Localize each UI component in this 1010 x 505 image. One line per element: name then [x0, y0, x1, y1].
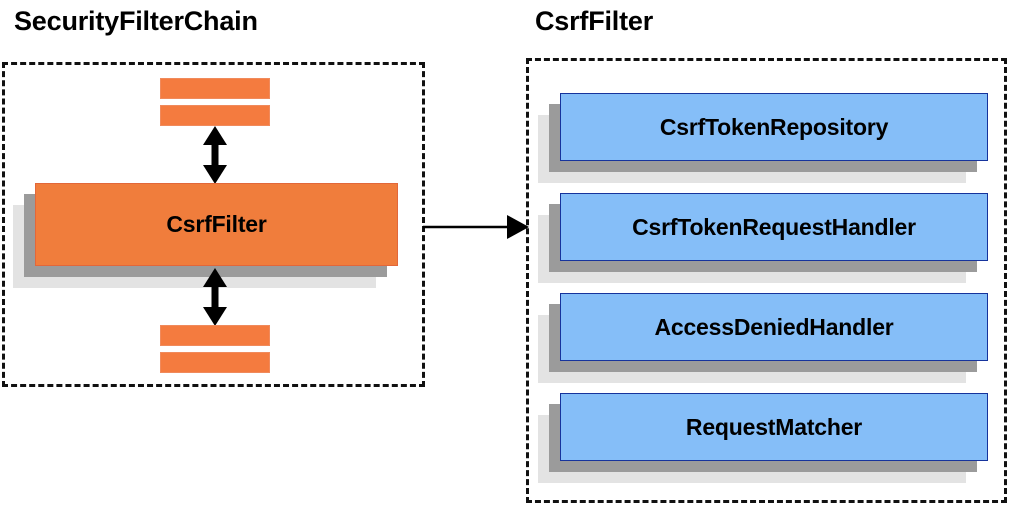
component-label: CsrfFilter	[166, 211, 267, 237]
component-label: AccessDeniedHandler	[654, 313, 894, 340]
expand-arrow-icon	[423, 215, 529, 239]
component-face: CsrfTokenRepository	[560, 93, 988, 161]
component-label: CsrfTokenRepository	[659, 113, 889, 140]
component-csrf-token-repository[interactable]: CsrfTokenRepository	[538, 93, 988, 183]
component-face: CsrfFilter	[35, 183, 398, 266]
panel-title-csrf-filter: CsrfFilter	[535, 6, 654, 36]
panel-title-security-filter-chain: SecurityFilterChain	[14, 6, 258, 36]
bottom-double-arrow-icon	[203, 268, 227, 326]
csrf-filter-container	[526, 58, 1007, 503]
filter-bar-bottom-2	[160, 352, 270, 373]
security-filter-chain-container	[2, 62, 425, 387]
component-access-denied-handler[interactable]: AccessDeniedHandler	[538, 293, 988, 383]
component-request-matcher[interactable]: RequestMatcher	[538, 393, 988, 483]
component-label: CsrfTokenRequestHandler	[632, 213, 916, 240]
filter-bar-top-1	[160, 78, 270, 99]
component-face: AccessDeniedHandler	[560, 293, 988, 361]
component-face: RequestMatcher	[560, 393, 988, 461]
component-label: RequestMatcher	[685, 413, 863, 440]
component-csrf-token-request-handler[interactable]: CsrfTokenRequestHandler	[538, 193, 988, 283]
component-csrf-filter[interactable]: CsrfFilter	[13, 183, 398, 288]
component-face: CsrfTokenRequestHandler	[560, 193, 988, 261]
filter-bar-bottom-1	[160, 325, 270, 346]
top-double-arrow-icon	[203, 126, 227, 184]
filter-bar-top-2	[160, 105, 270, 126]
